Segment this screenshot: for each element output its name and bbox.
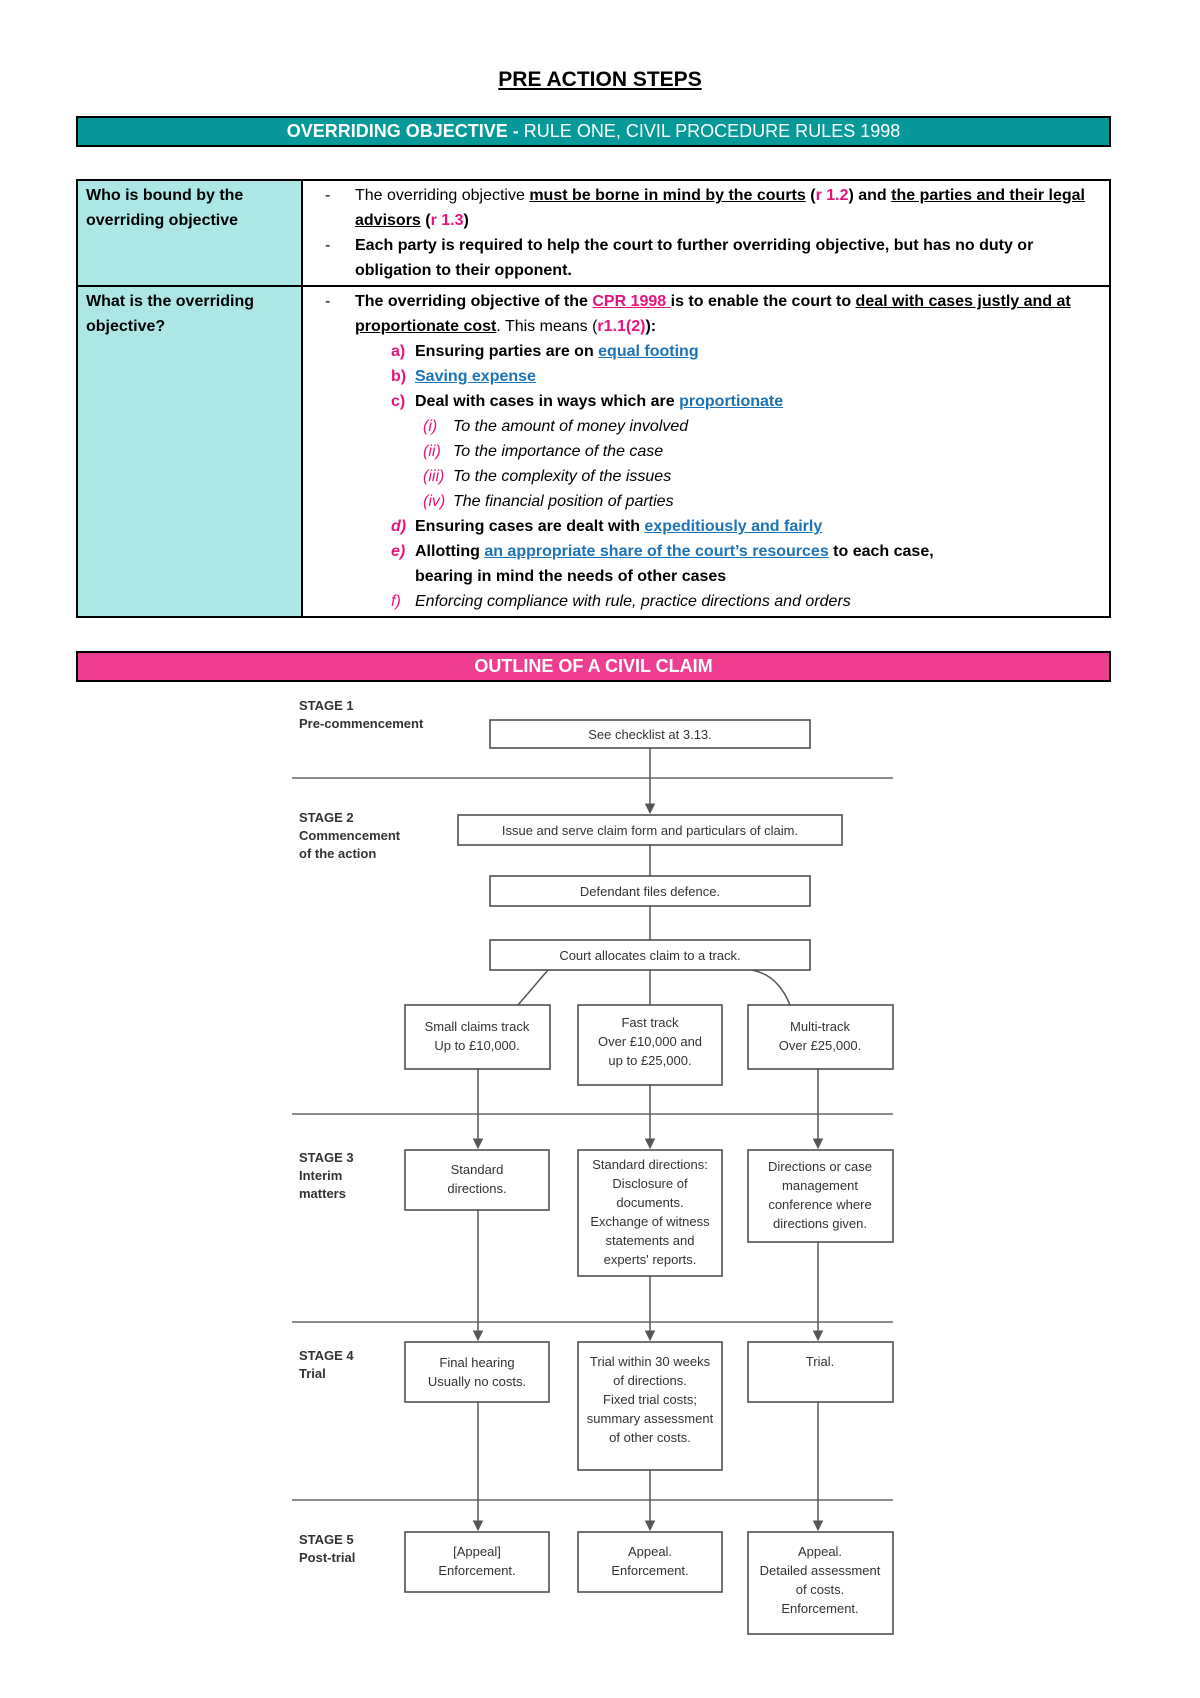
banner-rest-text: RULE ONE, CIVIL PROCEDURE RULES 1998 xyxy=(523,121,901,141)
interim-fast-box xyxy=(577,1149,723,1277)
multi-track-box xyxy=(747,1004,894,1070)
overriding-objective-banner: OVERRIDING OBJECTIVE - RULE ONE, CIVIL P… xyxy=(76,116,1111,147)
small-track-box xyxy=(404,1004,551,1070)
table-row: Who is bound by the overriding objective… xyxy=(76,179,1111,287)
flow-boxes xyxy=(404,719,894,1635)
list-item: d)Ensuring cases are dealt with expediti… xyxy=(391,518,823,535)
court-resources-link[interactable]: an appropriate share of the court’s reso… xyxy=(484,543,829,560)
trial-fast-box xyxy=(577,1341,723,1471)
list-item: (ii)To the importance of the case xyxy=(423,443,664,460)
checklist-box xyxy=(489,719,811,749)
defence-box xyxy=(489,875,811,907)
list-item: b)Saving expense xyxy=(391,368,536,385)
proportionate-link[interactable]: proportionate xyxy=(679,393,784,410)
overriding-objective-table: Who is bound by the overriding objective… xyxy=(76,179,1111,618)
civil-claim-banner: OUTLINE OF A CIVIL CLAIM xyxy=(76,651,1111,682)
connector xyxy=(751,969,791,1006)
banner-bold-text: OVERRIDING OBJECTIVE - xyxy=(286,121,524,141)
list-item: f)Enforcing compliance with rule, practi… xyxy=(391,593,851,610)
cpr-link[interactable]: CPR 1998 xyxy=(592,293,671,310)
post-fast-text: Appeal.Enforcement. xyxy=(611,1544,688,1578)
interim-multi-box xyxy=(747,1149,894,1243)
list-item: a)Ensuring parties are on equal footing xyxy=(391,343,699,360)
question-cell: Who is bound by the overriding objective xyxy=(76,179,303,287)
allocate-text: Court allocates claim to a track. xyxy=(559,948,740,963)
fast-track-box xyxy=(577,1004,723,1086)
post-multi-box xyxy=(747,1531,894,1635)
post-fast-box xyxy=(577,1531,723,1593)
list-item: The overriding objective of the CPR 1998… xyxy=(311,289,1101,339)
trial-multi-text: Trial. xyxy=(806,1354,834,1369)
trial-multi-box xyxy=(747,1341,894,1403)
list-item: (i)To the amount of money involved xyxy=(423,418,689,435)
equal-footing-link[interactable]: equal footing xyxy=(598,343,699,360)
list-item: e)Allotting an appropriate share of the … xyxy=(391,543,934,560)
list-item: The overriding objective must be borne i… xyxy=(311,183,1101,233)
checklist-text: See checklist at 3.13. xyxy=(588,727,712,742)
page-title: PRE ACTION STEPS xyxy=(498,68,702,91)
question-cell: What is the overriding objective? xyxy=(76,285,303,618)
list-item: Each party is required to help the court… xyxy=(311,233,1101,283)
post-small-box xyxy=(404,1531,550,1593)
trial-small-box xyxy=(404,1341,550,1403)
interim-small-box xyxy=(404,1149,550,1211)
issue-box xyxy=(457,814,843,846)
list-item: (iv)The financial position of parties xyxy=(423,493,674,510)
expeditiously-link[interactable]: expeditiously and fairly xyxy=(644,518,823,535)
list-item: (iii)To the complexity of the issues xyxy=(423,468,672,485)
issue-text: Issue and serve claim form and particula… xyxy=(502,823,798,838)
defence-text: Defendant files defence. xyxy=(580,884,720,899)
answer-cell: The overriding objective must be borne i… xyxy=(301,179,1111,287)
allocate-box xyxy=(489,939,811,971)
connector xyxy=(517,969,549,1006)
table-row: What is the overriding objective? The ov… xyxy=(76,285,1111,618)
saving-expense-link[interactable]: Saving expense xyxy=(415,368,536,385)
list-item: c)Deal with cases in ways which are prop… xyxy=(391,393,784,410)
list-item-continuation: bearing in mind the needs of other cases xyxy=(415,568,727,585)
answer-cell: The overriding objective of the CPR 1998… xyxy=(301,285,1111,618)
stage-dividers xyxy=(292,777,893,1501)
post-small-text: [Appeal]Enforcement. xyxy=(438,1544,515,1578)
